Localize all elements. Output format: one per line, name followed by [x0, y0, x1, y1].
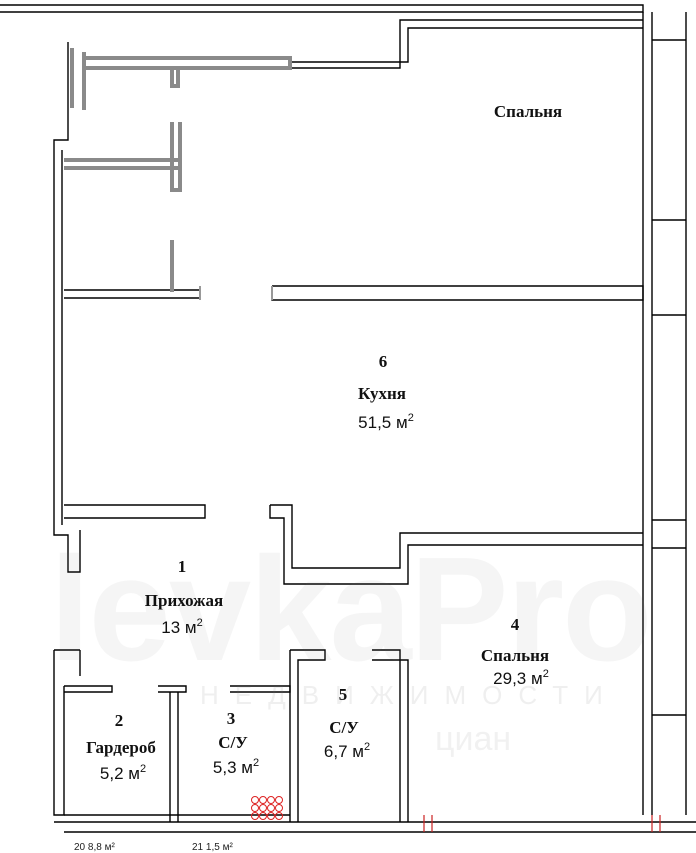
room-4-name: Спальня: [480, 646, 550, 665]
watermark-cian: циан: [435, 720, 512, 758]
room-5-number: 5: [338, 685, 348, 704]
watermark-tagline: НЕДВИЖИМОСТИ: [200, 680, 619, 710]
room-5-name: С/У: [329, 718, 359, 737]
room-4-number: 4: [510, 615, 520, 634]
room-1-area: 13 м2: [161, 617, 203, 637]
room-6-area: 51,5 м2: [358, 412, 414, 432]
room-bedroom-top-name: Спальня: [493, 102, 563, 121]
room-1-name: Прихожая: [144, 591, 224, 610]
room-3-name: С/У: [218, 733, 248, 752]
room-6-number: 6: [378, 352, 388, 371]
room-2-area: 5,2 м2: [99, 763, 147, 783]
room-6-name: Кухня: [358, 384, 406, 403]
drain-grid: [251, 796, 283, 820]
room-3-area: 5,3 м2: [212, 757, 260, 777]
room-4-area: 29,3 м2: [493, 668, 549, 688]
room-2-name: Гардероб: [86, 738, 156, 757]
room-2-number: 2: [114, 711, 124, 730]
top-wall: [0, 4, 644, 13]
room-3-number: 3: [226, 709, 236, 728]
bottom-note-21: 21 1,5 м²: [192, 842, 233, 853]
bottom-note-20: 20 8,8 м²: [74, 842, 115, 853]
room-1-number: 1: [177, 557, 187, 576]
watermark-logo: levkaPro: [49, 527, 652, 692]
room-5-area: 6,7 м2: [323, 741, 371, 761]
